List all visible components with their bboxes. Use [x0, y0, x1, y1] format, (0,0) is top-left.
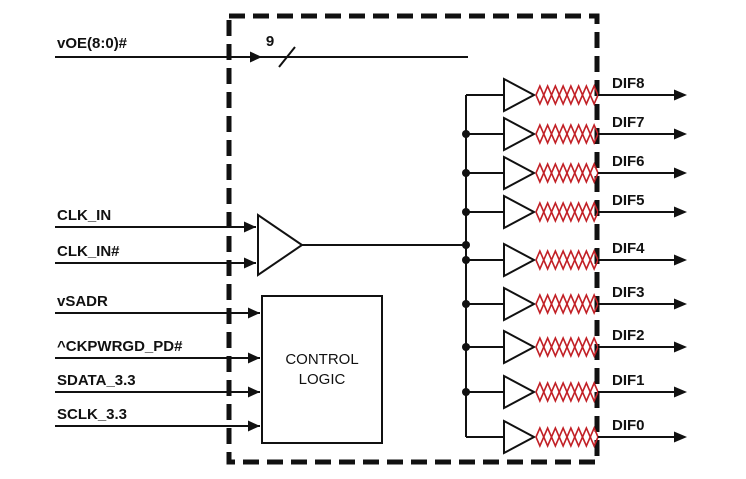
output-buffer-triangle — [503, 155, 537, 191]
control-input-section: vSADR ^CKPWRGD_PD# SDATA_3.3 SCLK_3.3 — [55, 293, 260, 432]
arrowhead — [250, 51, 262, 63]
output-buffer-triangle — [503, 77, 537, 113]
chip-boundary — [226, 13, 600, 465]
output-label: DIF1 — [612, 372, 645, 389]
termination-resistor — [535, 122, 599, 146]
output-label: DIF7 — [612, 114, 645, 131]
output-buffer-triangle — [503, 286, 537, 322]
dif-output-channel: DIF4 — [462, 240, 687, 278]
arrowhead — [244, 221, 256, 233]
dif-output-channel: DIF8 — [466, 75, 687, 113]
arrowhead — [248, 307, 260, 319]
dif-output-channel: DIF5 — [462, 192, 687, 230]
arrowhead — [674, 298, 687, 310]
termination-resistor — [535, 335, 599, 359]
arrowhead — [674, 128, 687, 140]
output-label: DIF4 — [612, 240, 645, 257]
output-label: DIF3 — [612, 284, 645, 301]
dif-output-channel: DIF6 — [462, 153, 687, 191]
ckpwrgd-pd-label: ^CKPWRGD_PD# — [57, 338, 183, 355]
clock-input-section: CLK_IN CLK_IN# — [55, 207, 470, 277]
arrowhead — [244, 257, 256, 269]
junction-dot — [462, 300, 470, 308]
output-buffer-triangle — [503, 329, 537, 365]
output-label: DIF0 — [612, 417, 645, 434]
junction-dot — [462, 388, 470, 396]
arrowhead — [674, 341, 687, 353]
termination-resistor — [535, 380, 599, 404]
dif-output-channel: DIF2 — [462, 327, 687, 365]
dif-output-channel: DIF1 — [462, 372, 687, 410]
arrowhead — [674, 206, 687, 218]
vsadr-label: vSADR — [57, 293, 108, 310]
junction-dot — [462, 208, 470, 216]
clk-in-n-label: CLK_IN# — [57, 243, 120, 260]
arrowhead — [248, 420, 260, 432]
output-buffer-triangle — [503, 419, 537, 455]
arrowhead — [248, 352, 260, 364]
control-logic-block: CONTROL LOGIC — [261, 295, 383, 444]
termination-resistor — [535, 83, 599, 107]
junction-dot — [462, 343, 470, 351]
output-label: DIF8 — [612, 75, 645, 92]
arrowhead — [248, 386, 260, 398]
output-buffer-triangle — [503, 116, 537, 152]
arrowhead — [674, 386, 687, 398]
junction-dot — [462, 256, 470, 264]
dif-output-channel: DIF7 — [462, 114, 687, 152]
termination-resistor — [535, 161, 599, 185]
output-label: DIF2 — [612, 327, 645, 344]
sclk-label: SCLK_3.3 — [57, 406, 127, 423]
arrowhead — [674, 431, 687, 443]
junction-dot — [462, 130, 470, 138]
input-buffer-triangle — [257, 213, 304, 277]
junction-dot — [462, 169, 470, 177]
termination-resistor — [535, 425, 599, 449]
control-logic-label-line2: LOGIC — [299, 371, 346, 388]
termination-resistor — [535, 248, 599, 272]
arrowhead — [674, 254, 687, 266]
arrowhead — [674, 89, 687, 101]
clk-in-label: CLK_IN — [57, 207, 111, 224]
dif-output-channel: DIF0 — [466, 417, 687, 455]
termination-resistor — [535, 200, 599, 224]
bus-width-label: 9 — [266, 33, 274, 50]
voe-input: vOE(8:0)# 9 — [55, 33, 468, 68]
output-buffer-triangle — [503, 374, 537, 410]
bus-slash — [278, 46, 296, 68]
output-label: DIF5 — [612, 192, 645, 209]
sdata-label: SDATA_3.3 — [57, 372, 136, 389]
output-buffer-triangle — [503, 194, 537, 230]
output-label: DIF6 — [612, 153, 645, 170]
voe-label: vOE(8:0)# — [57, 35, 128, 52]
termination-resistor — [535, 292, 599, 316]
arrowhead — [674, 167, 687, 179]
control-logic-box — [261, 295, 383, 444]
output-buffer-triangle — [503, 242, 537, 278]
dif-output-channel: DIF3 — [462, 284, 687, 322]
control-logic-label-line1: CONTROL — [285, 351, 358, 368]
